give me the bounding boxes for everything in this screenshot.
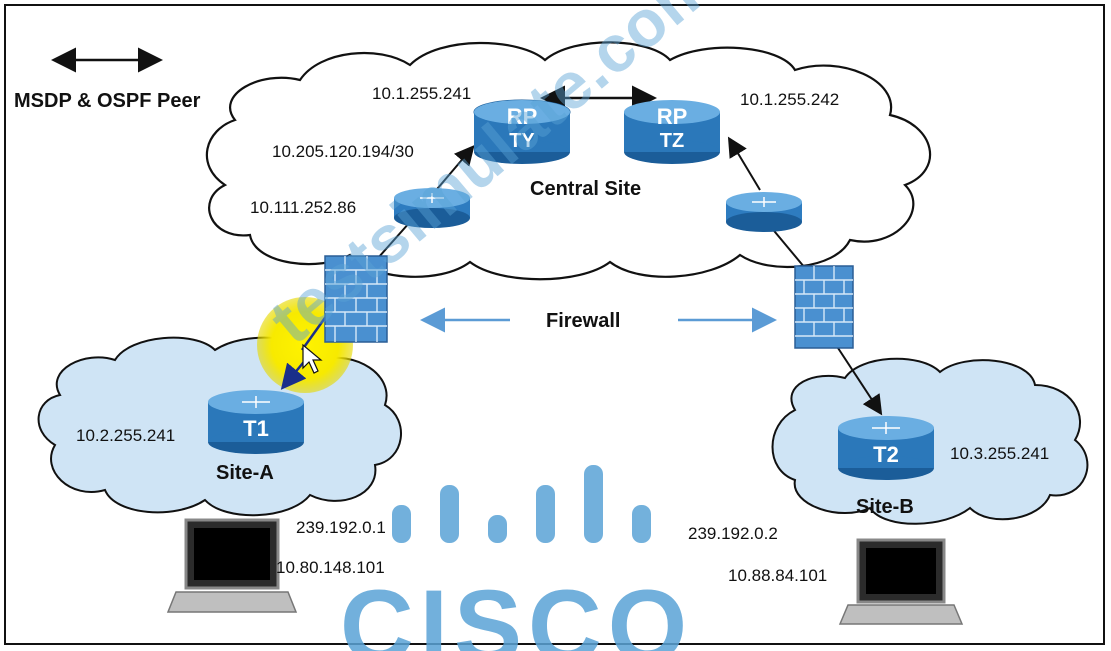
site-b-label: Site-B: [856, 496, 914, 518]
t2-label: T2: [873, 442, 899, 467]
ip-left-router: 10.111.252.86: [250, 198, 357, 217]
legend-label: MSDP & OSPF Peer: [14, 90, 201, 112]
t1-label: T1: [243, 416, 269, 441]
ip-rp-tz: 10.1.255.242: [740, 90, 840, 109]
link-right-router-to-tz: [727, 136, 761, 191]
rp-ty-bottom-label: TY: [509, 130, 535, 152]
rp-tz-top-label: RP: [656, 104, 688, 129]
laptop-site-b-icon: [838, 538, 964, 625]
rp-ty-top-label: RP: [506, 104, 538, 129]
host-ip-site-a: 10.80.148.101: [276, 558, 385, 577]
ip-rp-ty: 10.1.255.241: [372, 84, 472, 103]
router-t2-icon: [838, 416, 934, 480]
ip-link-30: 10.205.120.194/30: [272, 142, 414, 161]
group-site-b: 239.192.0.2: [688, 524, 778, 543]
group-site-a: 239.192.0.1: [296, 518, 386, 537]
cisco-logo-text: CISCO: [340, 569, 694, 651]
router-left-icon: [394, 188, 470, 228]
link-firewall-b-to-t2: [837, 347, 883, 416]
router-ty-icon: [473, 99, 571, 164]
link-left-router-to-ty: [431, 144, 475, 196]
firewall-a-icon: [324, 255, 388, 343]
cursor-icon: [302, 343, 323, 374]
firewall-b-icon: [794, 265, 854, 349]
firewall-label: Firewall: [546, 310, 621, 332]
rp-tz-bottom-label: TZ: [659, 130, 685, 152]
link-firewall-a-to-left-router: [377, 221, 411, 259]
ip-t2: 10.3.255.241: [950, 444, 1050, 463]
diagram-frame: [4, 4, 1105, 645]
router-right-icon: [726, 192, 802, 232]
host-ip-site-b: 10.88.84.101: [728, 566, 828, 585]
link-right-router-to-firewall-b: [769, 225, 806, 269]
site-a-label: Site-A: [216, 462, 274, 484]
ip-t1: 10.2.255.241: [76, 426, 176, 445]
cisco-logo-bars-icon: [392, 465, 651, 543]
central-site-label: Central Site: [530, 178, 642, 200]
router-tz-icon: [624, 100, 720, 164]
laptop-site-a-icon: [166, 518, 298, 613]
router-t1-icon: [208, 390, 304, 454]
